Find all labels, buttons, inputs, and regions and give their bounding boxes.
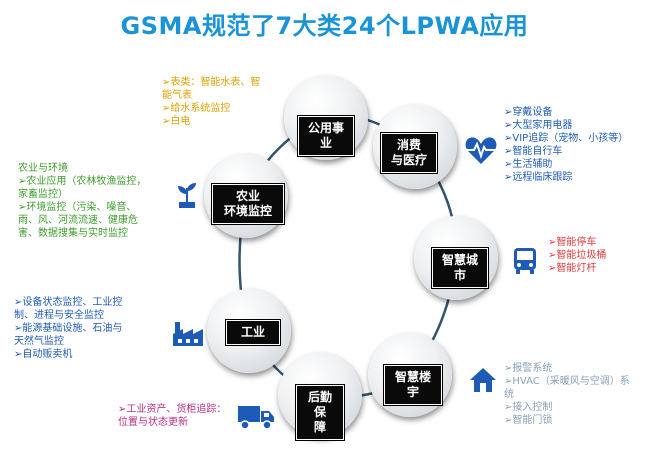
- utilities-details: ➢表类：智能水表、智 能气表 ➢给水系统监控 ➢白电: [162, 77, 261, 127]
- logistics-details: ➢工业资产、货柜追踪： 位置与状态更新: [118, 404, 227, 428]
- agriculture-label: 农业 环境监控: [212, 184, 284, 224]
- utilities-label: 公用事 业: [298, 116, 354, 156]
- logistics-label: 后勤保 障: [296, 385, 344, 440]
- page-title: GSMA规范了7大类24个LPWA应用: [120, 12, 529, 40]
- smart-city-label: 智慧城 市: [432, 248, 488, 288]
- industry-label: 工业: [226, 320, 280, 345]
- agriculture-details: 农业与环境 ➢农业应用（农林牧渔监控， 家畜监控） ➢环境监控（污染、噪音、 雨…: [18, 163, 147, 239]
- consumer-details: ➢穿戴设备 ➢大型家用电器 ➢VIP追踪（宠物、小孩等） ➢智能自行车 ➢生活辅…: [504, 107, 629, 183]
- heart-pulse-icon: [465, 137, 497, 164]
- smart-building-details: ➢报警系统 ➢HVAC（采暖风与空调）系 统 ➢接入控制 ➢智能门锁: [504, 363, 630, 426]
- bus-icon: [514, 248, 536, 274]
- house-icon: [470, 368, 496, 392]
- truck-icon: [238, 406, 274, 430]
- factory-icon: [173, 322, 203, 346]
- smart-city-details: ➢智能停车 ➢智能垃圾桶 ➢智能灯杆: [548, 237, 607, 274]
- smart-building-label: 智慧楼 宇: [384, 365, 442, 405]
- plant-icon: [178, 183, 196, 208]
- industry-details: ➢设备状态监控、工业控 制、进程与安全监控 ➢能源基础设施、石油与 天然气监控 …: [14, 297, 123, 360]
- consumer-label: 消费 与医疗: [381, 133, 437, 173]
